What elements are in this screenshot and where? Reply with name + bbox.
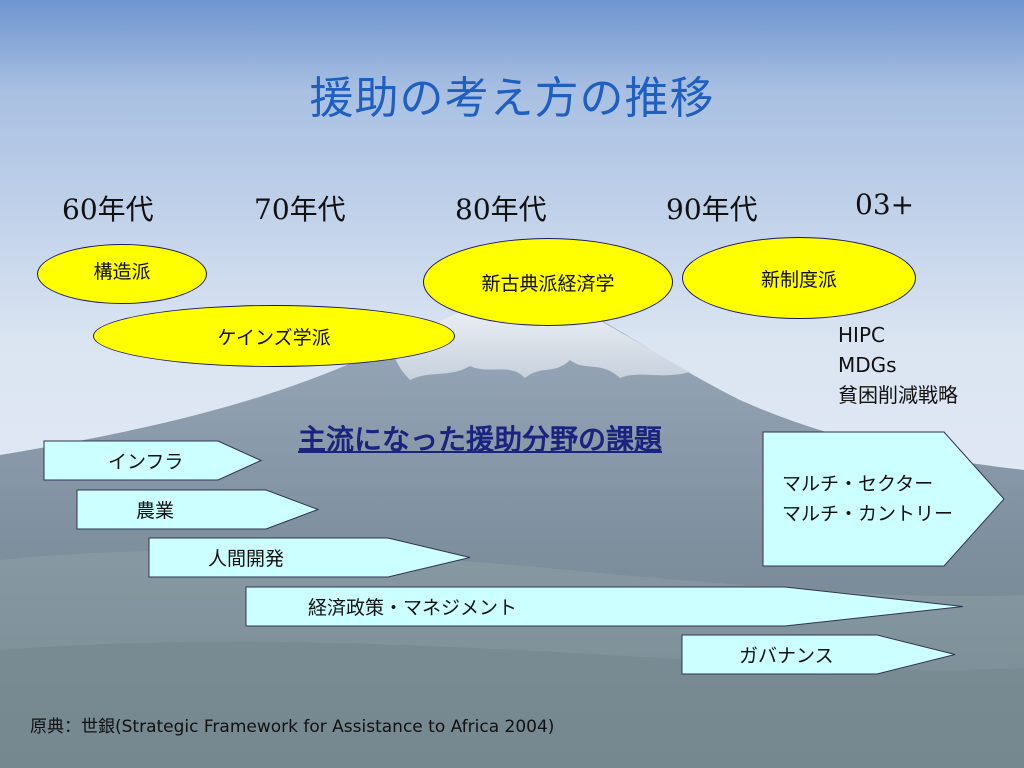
school-neoclassical: 新古典派経済学 (423, 238, 673, 326)
era-70s: 70年代 (254, 193, 346, 226)
sector-arrow-human-development: 人間開発 (148, 537, 472, 578)
sector-label-agriculture: 農業 (136, 500, 175, 522)
multi-sector-label: マルチ・セクター (782, 473, 934, 495)
initiative-prs: 貧困削減戦略 (838, 383, 958, 407)
initiative-hipc: HIPC (838, 323, 885, 347)
sectors-heading: 主流になった援助分野の課題 (298, 423, 663, 456)
initiative-mdgs: MDGs (838, 353, 897, 377)
sector-label-economic-policy: 経済政策・マネジメント (308, 597, 518, 619)
multi-country-label: マルチ・カントリー (782, 503, 954, 525)
sector-arrow-economic-policy: 経済政策・マネジメント (245, 586, 965, 627)
era-90s: 90年代 (666, 193, 758, 226)
school-keynesian: ケインズ学派 (93, 305, 455, 367)
sector-label-governance: ガバナンス (739, 645, 834, 667)
sector-label-infrastructure: インフラ (108, 451, 184, 473)
sector-arrow-governance: ガバナンス (681, 634, 957, 675)
page-title: 援助の考え方の推移 (309, 73, 715, 124)
sector-arrow-agriculture: 農業 (76, 489, 320, 530)
sector-arrow-infrastructure: インフラ (43, 440, 263, 481)
multi-sector-box: マルチ・セクター マルチ・カントリー (762, 431, 1006, 567)
source-citation: 原典：世銀(Strategic Framework for Assistance… (30, 717, 555, 737)
sector-label-human-development: 人間開発 (208, 548, 285, 570)
era-60s: 60年代 (62, 193, 154, 226)
era-03-plus: 03+ (855, 188, 915, 221)
initiatives-list: HIPC MDGs 貧困削減戦略 (838, 320, 958, 410)
school-structuralism: 構造派 (37, 244, 207, 304)
school-new-institutional: 新制度派 (682, 237, 916, 319)
era-80s: 80年代 (455, 193, 547, 226)
